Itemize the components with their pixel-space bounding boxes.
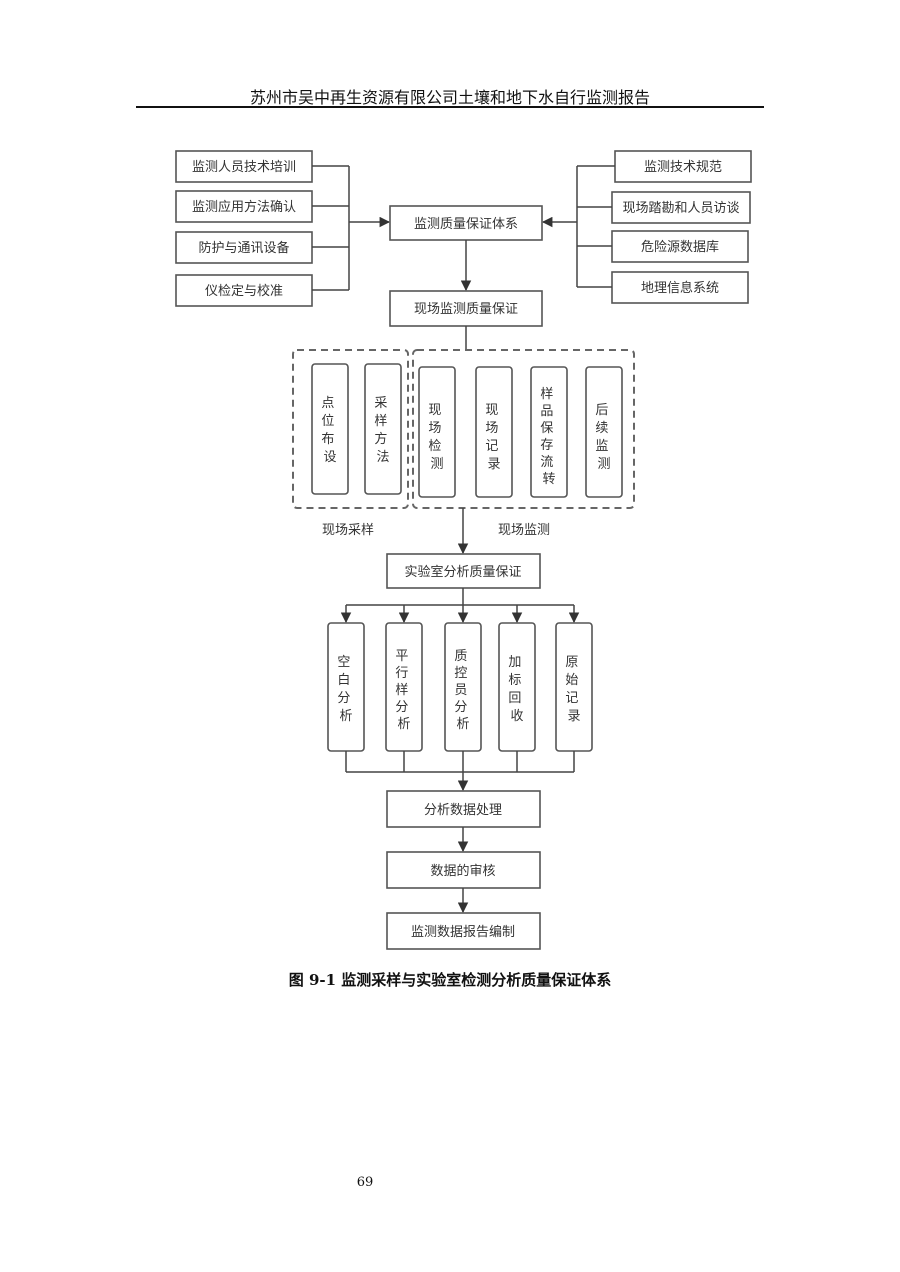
center-top-label: 监测质量保证体系 bbox=[414, 217, 518, 232]
sampling-group-frame bbox=[292, 349, 409, 509]
monitoring-item-box bbox=[585, 366, 623, 498]
data-review-label: 数据的审核 bbox=[430, 863, 495, 879]
right-input-label: 现场踏勘和人员访谈 bbox=[622, 201, 739, 216]
flow-diagram: 监测人员技术培训 监测应用方法确认 防护与通讯设备 仪检定与校准 监测技术规范 … bbox=[175, 150, 752, 950]
monitoring-item-box bbox=[418, 366, 456, 498]
data-review-box bbox=[386, 851, 541, 889]
left-input-label: 监测应用方法确认 bbox=[192, 199, 296, 215]
data-processing-label: 分析数据处理 bbox=[424, 803, 502, 818]
right-input-box bbox=[611, 230, 749, 263]
field-qa-label: 现场监测质量保证 bbox=[414, 302, 518, 317]
monitoring-item-box bbox=[475, 366, 513, 498]
monitoring-item-label: 后 续 监 测 bbox=[595, 403, 612, 472]
left-input-label: 仪检定与校准 bbox=[205, 283, 283, 299]
monitoring-item-label: 现 场 记 录 bbox=[485, 403, 502, 472]
right-input-box bbox=[611, 271, 749, 304]
right-input-box bbox=[614, 150, 752, 183]
right-input-label: 监测技术规范 bbox=[644, 160, 722, 175]
right-input-boxes: 监测技术规范 现场踏勘和人员访谈 危险源数据库 地理信息系统 bbox=[611, 150, 752, 304]
lab-item-label: 质 控 员 分 析 bbox=[454, 649, 471, 732]
monitoring-item-label: 样 品 保 存 流 转 bbox=[540, 387, 557, 487]
monitoring-group-frame bbox=[412, 349, 635, 509]
lab-item-label: 原 始 记 录 bbox=[565, 655, 582, 724]
monitoring-item-box bbox=[530, 366, 568, 498]
right-input-label: 危险源数据库 bbox=[641, 239, 719, 255]
page-number: 69 bbox=[356, 1175, 374, 1190]
field-qa-box bbox=[389, 290, 543, 327]
lab-qa-label: 实验室分析质量保证 bbox=[404, 564, 521, 580]
left-input-label: 监测人员技术培训 bbox=[192, 159, 296, 175]
left-input-box bbox=[175, 274, 313, 307]
left-connectors bbox=[312, 165, 391, 291]
lab-item-label: 加 标 回 收 bbox=[508, 655, 525, 724]
left-input-boxes: 监测人员技术培训 监测应用方法确认 防护与通讯设备 仪检定与校准 bbox=[175, 150, 313, 307]
right-input-box bbox=[611, 191, 751, 224]
report-label: 监测数据报告编制 bbox=[411, 925, 515, 940]
header-title: 苏州市吴中再生资源有限公司土壤和地下水自行监测报告 bbox=[249, 88, 650, 107]
lab-item-label: 空 白 分 析 bbox=[337, 655, 354, 724]
right-connectors bbox=[541, 165, 615, 288]
center-top-box bbox=[389, 205, 543, 241]
report-box bbox=[386, 912, 541, 950]
sampling-group-label: 现场采样 bbox=[322, 523, 374, 538]
sampling-item-label: 点 位 布 设 bbox=[321, 396, 338, 465]
left-input-box bbox=[175, 231, 313, 264]
monitoring-group-label: 现场监测 bbox=[498, 523, 550, 538]
data-processing-box bbox=[386, 790, 541, 828]
sampling-item-box bbox=[311, 363, 349, 495]
right-input-label: 地理信息系统 bbox=[641, 280, 719, 296]
lab-item-label: 平 行 样 分 析 bbox=[395, 649, 412, 732]
lab-qa-box bbox=[386, 553, 541, 589]
header-rule bbox=[136, 106, 764, 108]
monitoring-item-label: 现 场 检 测 bbox=[428, 403, 445, 472]
sampling-item-box bbox=[364, 363, 402, 495]
figure-caption: 图 9-1 监测采样与实验室检测分析质量保证体系 bbox=[288, 971, 612, 989]
left-input-label: 防护与通讯设备 bbox=[198, 240, 289, 256]
sampling-item-label: 采 样 方 法 bbox=[374, 396, 391, 465]
